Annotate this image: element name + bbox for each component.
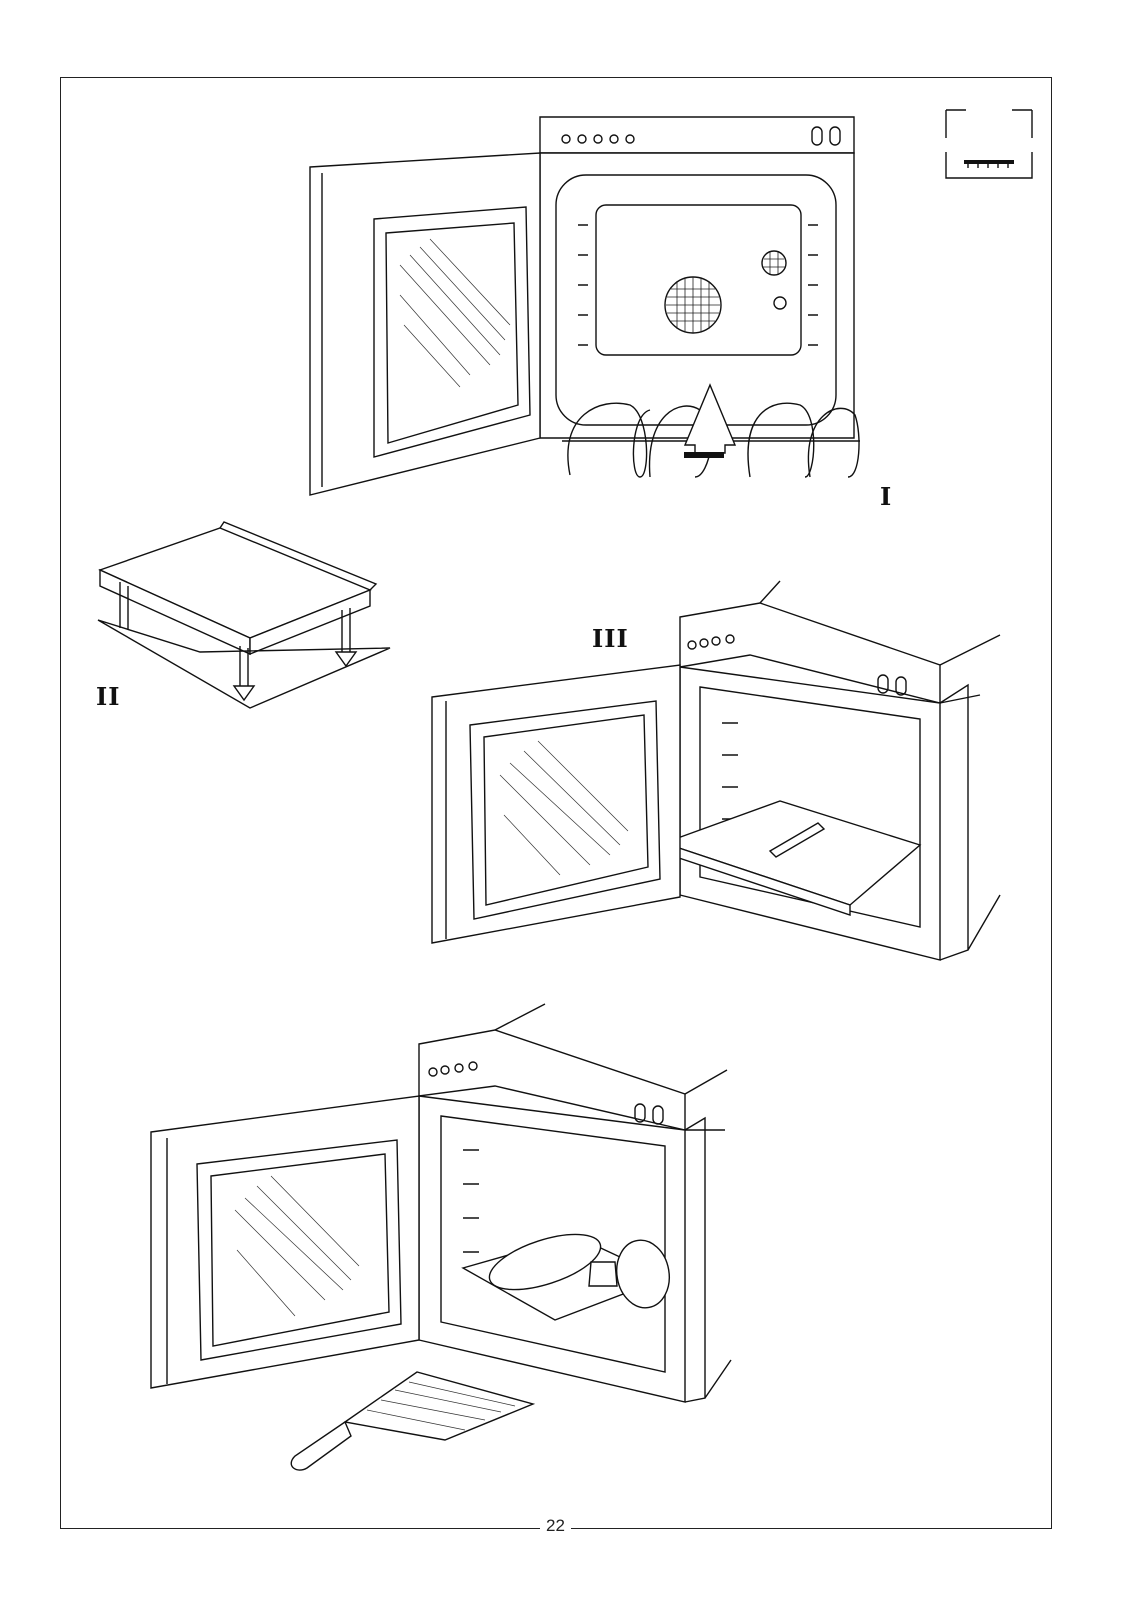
figure-label-i: I xyxy=(880,482,892,511)
figure-label-ii: II xyxy=(96,682,120,711)
oven-open-door-with-rack-icon xyxy=(300,115,875,510)
figure-label-iii: III xyxy=(592,624,629,653)
oven-bottom-heat-icon xyxy=(944,108,1034,180)
jug-icon xyxy=(589,1262,617,1286)
oven-with-tray-inserted-icon xyxy=(420,575,1020,975)
baking-paddle-icon xyxy=(291,1372,533,1470)
oven-with-bread-icon xyxy=(145,1000,735,1480)
tray-on-supports-icon xyxy=(90,520,400,720)
page-number: 22 xyxy=(540,1516,571,1536)
